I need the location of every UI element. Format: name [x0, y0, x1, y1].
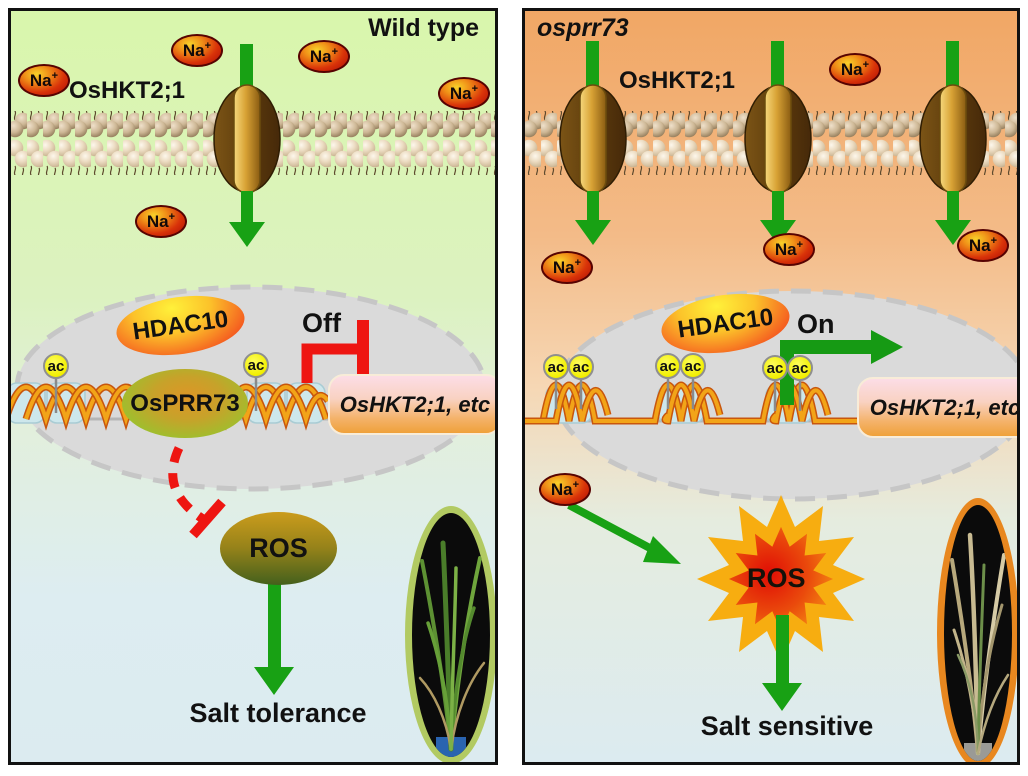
healthy-plant-photo — [405, 506, 495, 762]
off-state-label: Off — [302, 308, 341, 338]
transporter-label: OsHKT2;1 — [619, 67, 736, 94]
panel-title: osprr73 — [537, 14, 629, 42]
off-repression-symbol — [301, 320, 369, 383]
on-state-label: On — [797, 309, 835, 339]
sodium-ion-label: Na — [182, 41, 205, 60]
target-gene-box: OsHKT2;1, etc — [328, 374, 495, 435]
sodium-ion: Na+ — [957, 229, 1009, 262]
sodium-ion: Na+ — [829, 53, 881, 86]
hkt-channels — [559, 84, 987, 194]
sodium-influx-arrow-top — [240, 44, 253, 92]
ros-inhibition-dashed — [168, 446, 226, 539]
acetylation-mark: ac — [680, 353, 706, 379]
sodium-ion-charge: + — [204, 40, 212, 52]
target-gene-box: OsHKT2;1, etc — [857, 377, 1017, 438]
healthy-plant-art — [418, 540, 486, 757]
osprr73-vector-layer — [525, 41, 1017, 711]
outcome-label: Salt sensitive — [700, 711, 874, 741]
sodium-influx-arrows-top — [586, 41, 959, 92]
dna-chromatin — [525, 376, 863, 425]
wild-type-panel: Wild type Na+ Na+ Na+ Na+ Na+ OsHKT2;1 H… — [8, 8, 498, 765]
sodium-influx-arrows-bottom — [575, 191, 971, 245]
hkt-channel — [213, 84, 281, 194]
sodium-ion: Na+ — [539, 473, 591, 506]
acetylation-mark: ac — [762, 355, 788, 381]
sodium-ion: Na+ — [763, 233, 815, 266]
outcome-label: Salt tolerance — [189, 698, 367, 728]
sodium-influx-arrow-bottom — [229, 191, 265, 247]
sodium-ion: Na+ — [541, 251, 593, 284]
sodium-ion: Na+ — [18, 64, 70, 97]
ros-label: ROS — [747, 563, 806, 593]
sodium-ion: Na+ — [438, 77, 490, 110]
acetylation-mark: ac — [655, 353, 681, 379]
acetylation-mark: ac — [243, 352, 269, 378]
acetylation-mark: ac — [568, 354, 594, 380]
on-transcription-arrow — [780, 330, 903, 405]
ros-starburst — [697, 495, 865, 663]
stressed-plant-art — [950, 532, 1010, 761]
dna-strands — [525, 381, 863, 425]
sodium-ion: Na+ — [171, 34, 223, 67]
stressed-plant-photo — [937, 498, 1017, 762]
acetyl-stems — [54, 376, 258, 413]
acetylation-mark: ac — [43, 353, 69, 379]
sensitivity-arrow — [762, 615, 802, 711]
ros-ellipse: ROS — [220, 512, 337, 585]
transporter-label: OsHKT2;1 — [69, 77, 186, 104]
panel-title: Wild type — [368, 14, 479, 42]
acetylation-mark: ac — [543, 354, 569, 380]
sodium-ion: Na+ — [298, 40, 350, 73]
na-to-ros-arrow — [567, 501, 681, 564]
osprr73-ellipse: OsPRR73 — [122, 369, 248, 438]
acetylation-mark: ac — [787, 355, 813, 381]
acetyl-stems — [554, 376, 802, 411]
osprr73-panel: osprr73 OsHKT2;1 Na+ Na+ Na+ Na+ Na+ HDA… — [522, 8, 1020, 765]
tolerance-arrow — [254, 583, 294, 695]
sodium-ion: Na+ — [135, 205, 187, 238]
